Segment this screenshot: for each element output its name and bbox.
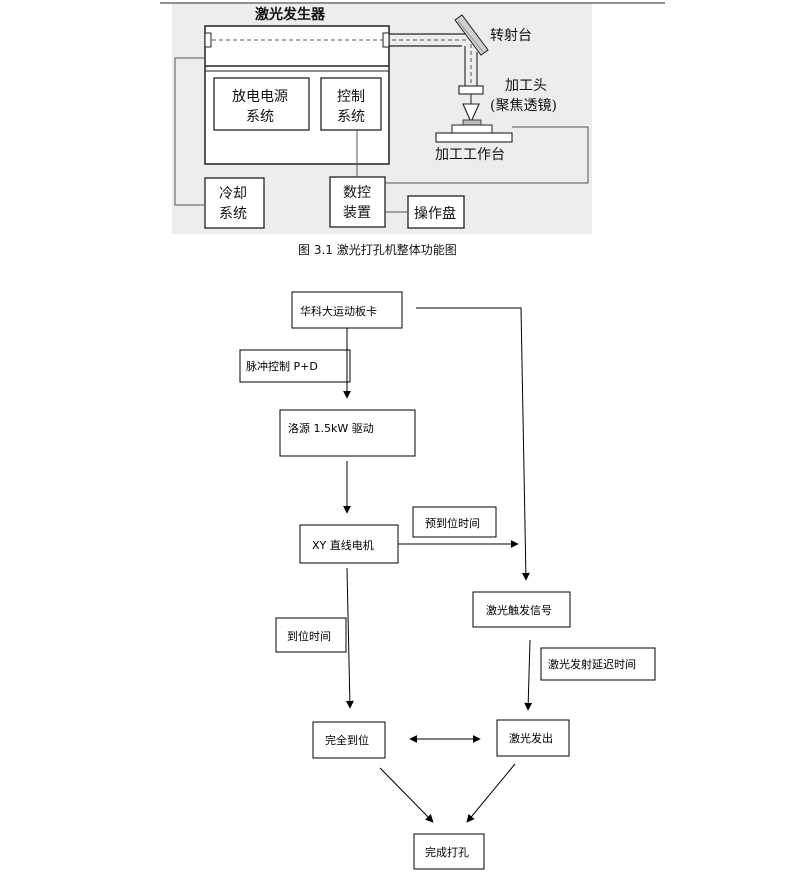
laser-emit-node <box>496 719 570 757</box>
arrow-motor-to-arrived <box>345 567 354 709</box>
motion-card-label: 华科大运动板卡 <box>300 304 377 318</box>
servo-drive-node <box>279 409 416 457</box>
processing-head-label-1: 加工头 <box>505 78 547 94</box>
cnc-device-box <box>329 176 386 228</box>
turning-mirror <box>454 14 489 56</box>
turn-table-label: 转射台 <box>490 28 532 44</box>
pre-arrival-label: 预到位时间 <box>425 516 480 530</box>
cnc-device-label-1: 数控 <box>343 185 371 201</box>
cnc-to-worktable-connection <box>385 126 589 184</box>
cnc-device-label-2: 装置 <box>343 205 371 221</box>
processing-head-label-2: (聚焦透镜) <box>490 98 557 114</box>
arrow-arrived-to-done <box>379 767 434 823</box>
servo-drive-label: 洛源 1.5kW 驱动 <box>288 421 374 435</box>
drill-done-label: 完成打孔 <box>425 845 469 859</box>
pulse-control-label: 脉冲控制 P+D <box>246 359 318 373</box>
arrow-emit-to-done <box>466 763 516 823</box>
arrival-time-label: 到位时间 <box>287 629 331 643</box>
pre-arrival-node <box>412 506 497 538</box>
work-table-label: 加工工作台 <box>435 147 505 163</box>
work-table <box>435 119 513 143</box>
arrival-time-node <box>275 617 347 653</box>
cooling-system-label-2: 系统 <box>219 206 247 222</box>
control-system-label-1: 控制 <box>337 89 365 105</box>
laser-generator-label: 激光发生器 <box>255 6 326 23</box>
operation-panel-label: 操作盘 <box>414 205 456 222</box>
fully-arrived-node <box>312 721 386 759</box>
rear-mirror <box>204 32 212 48</box>
laser-drill-function-diagram: 激光发生器 放电电源 系统 控制 系统 转射台 加工头 (聚焦透镜) 加工工作台… <box>160 2 665 257</box>
power-supply-label-1: 放电电源 <box>232 89 288 105</box>
drill-done-node <box>413 833 485 870</box>
xy-motor-node <box>299 524 399 564</box>
laser-trigger-node <box>472 591 571 628</box>
laser-emit-label: 激光发出 <box>509 731 553 745</box>
laser-delay-label: 激光发射延迟时间 <box>548 657 636 671</box>
control-system-box <box>320 77 382 131</box>
processing-head <box>458 85 484 124</box>
arrow-trigger-to-emit <box>524 639 533 711</box>
operation-panel-box <box>407 195 465 229</box>
cooling-system-box <box>204 177 265 229</box>
laser-delay-node <box>540 647 656 681</box>
pulse-control-node <box>239 349 351 383</box>
power-supply-box <box>213 77 310 131</box>
output-mirror <box>382 32 390 48</box>
control-system-label-2: 系统 <box>337 109 365 125</box>
arrow-card-to-trigger <box>416 307 530 581</box>
laser-trigger-label: 激光触发信号 <box>486 603 552 617</box>
cooling-system-label-1: 冷却 <box>219 186 247 202</box>
fully-arrived-label: 完全到位 <box>325 733 369 747</box>
xy-motor-label: XY 直线电机 <box>312 538 374 552</box>
motion-card-node <box>291 291 403 329</box>
power-supply-label-2: 系统 <box>246 109 274 125</box>
cooling-connection <box>174 57 205 206</box>
figure-caption: 图 3.1 激光打孔机整体功能图 <box>298 242 457 257</box>
